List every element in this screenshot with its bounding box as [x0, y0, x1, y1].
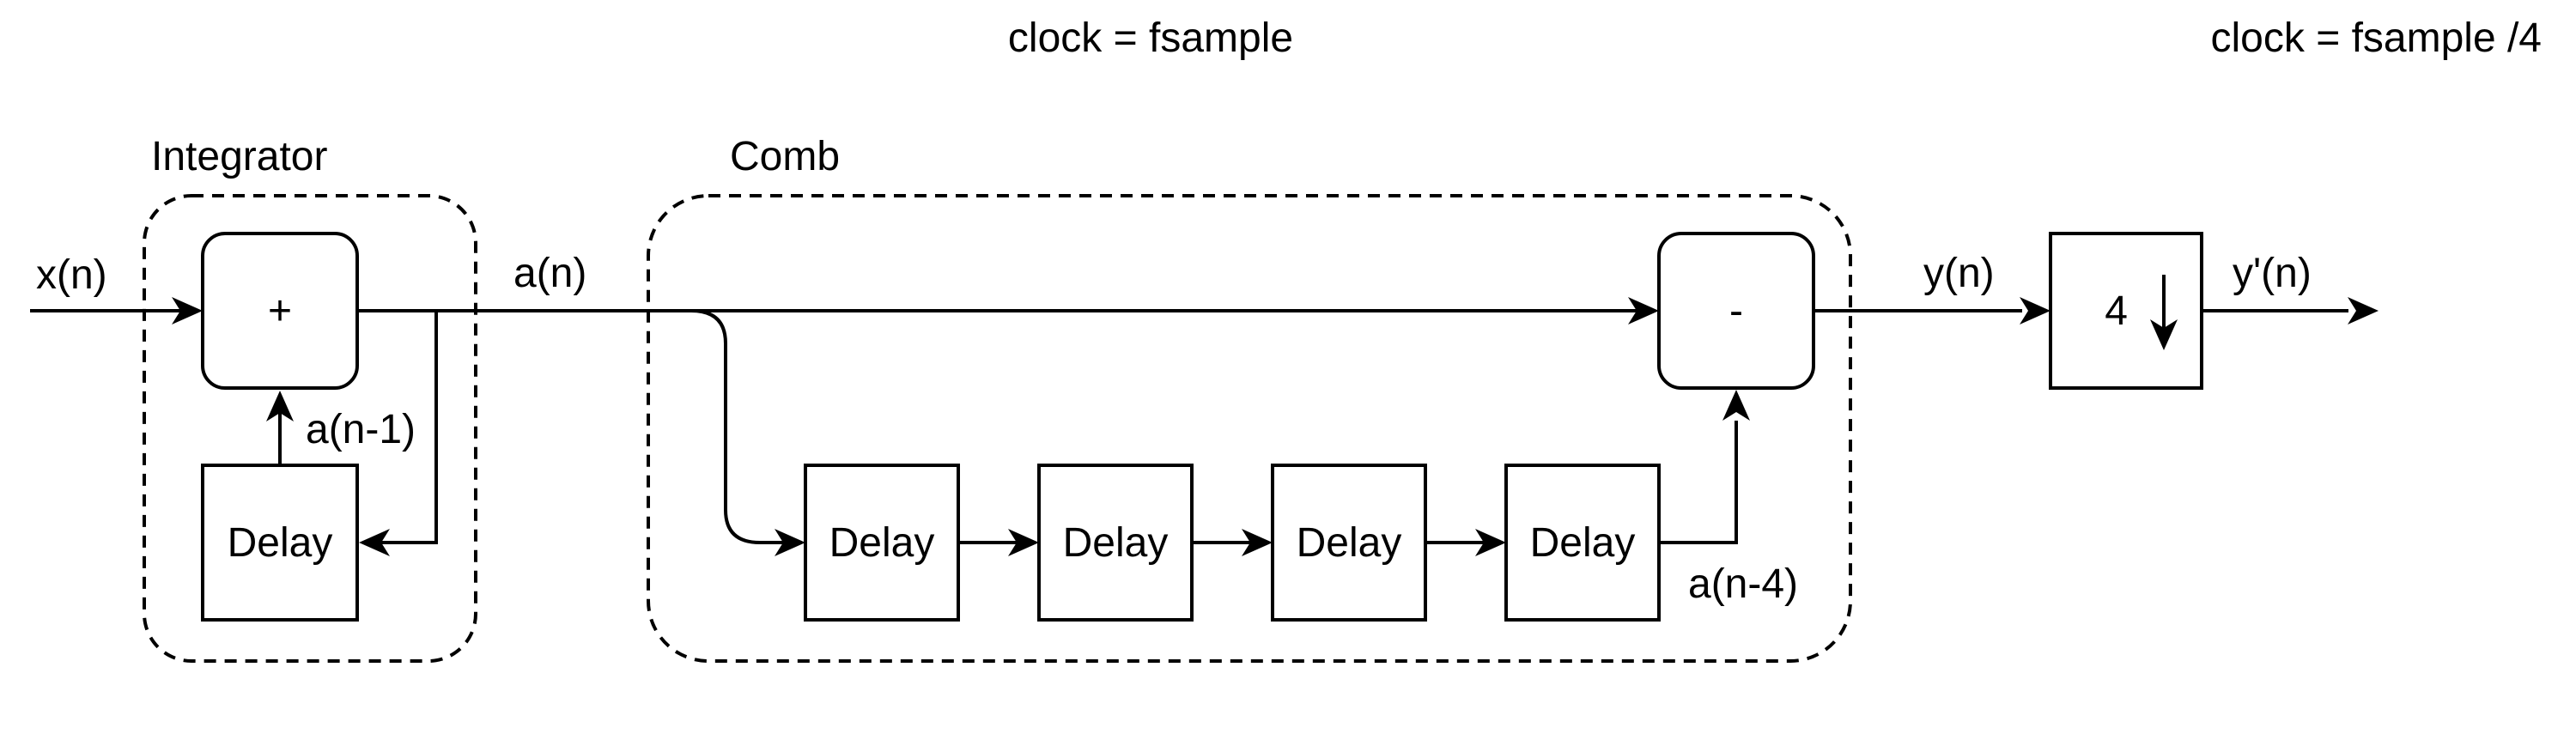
subtractor-block	[1657, 232, 1815, 390]
comb-delay-block-4	[1504, 464, 1661, 622]
integrator-delay-label: Delay	[228, 520, 333, 566]
comb-group-outline	[647, 194, 1852, 663]
integrator-delay-block	[201, 464, 359, 622]
arrowhead-adder-feedback	[266, 391, 294, 422]
arrowhead-subtractor-delayed	[1722, 390, 1750, 421]
wire-comb-branch	[690, 309, 786, 544]
subtractor-symbol: -	[1729, 288, 1743, 334]
down-arrow-icon-head	[2150, 319, 2178, 350]
adder-block	[201, 232, 359, 390]
arrowhead-delay4-input	[1475, 529, 1506, 556]
comb-group-title: Comb	[730, 134, 840, 179]
integrator-group-outline	[143, 194, 477, 663]
wire-delay4-to-subtractor	[1659, 421, 1738, 544]
arrowhead-delay2-input	[1008, 529, 1039, 556]
signal-label-comb-out: y(n)	[1923, 251, 1995, 296]
arrowhead-delay1-input	[775, 529, 805, 556]
signal-label-integrator-out: a(n)	[513, 251, 586, 296]
arrowhead-feedback	[359, 529, 390, 556]
comb-delay-label-2: Delay	[1063, 520, 1169, 566]
clock-label-decimated-rate: clock = fsample /4	[2211, 15, 2543, 61]
arrowhead-output	[2348, 297, 2379, 324]
decimator-block	[2049, 232, 2203, 390]
arrowhead-input	[172, 297, 203, 324]
clock-label-full-rate: clock = fsample	[1008, 15, 1293, 61]
arrowhead-delay3-input	[1242, 529, 1273, 556]
signal-label-input: x(n)	[36, 252, 107, 298]
arrowhead-subtractor-input	[1628, 297, 1659, 324]
arrowhead-decimator-input	[2020, 297, 2050, 324]
comb-delay-label-3: Delay	[1297, 520, 1402, 566]
comb-delay-label-4: Delay	[1530, 520, 1636, 566]
adder-symbol: +	[268, 288, 292, 334]
comb-delay-block-2	[1037, 464, 1194, 622]
comb-delay-label-1: Delay	[829, 520, 935, 566]
signal-label-output: y'(n)	[2233, 251, 2312, 296]
comb-delay-block-3	[1271, 464, 1427, 622]
comb-delay-block-1	[804, 464, 960, 622]
decimator-factor: 4	[2105, 288, 2128, 334]
integrator-group-title: Integrator	[151, 134, 327, 179]
wire-integrator-feedback	[371, 311, 438, 544]
signal-label-feedback: a(n-1)	[306, 407, 416, 452]
signal-label-comb-delayed: a(n-4)	[1688, 561, 1798, 607]
